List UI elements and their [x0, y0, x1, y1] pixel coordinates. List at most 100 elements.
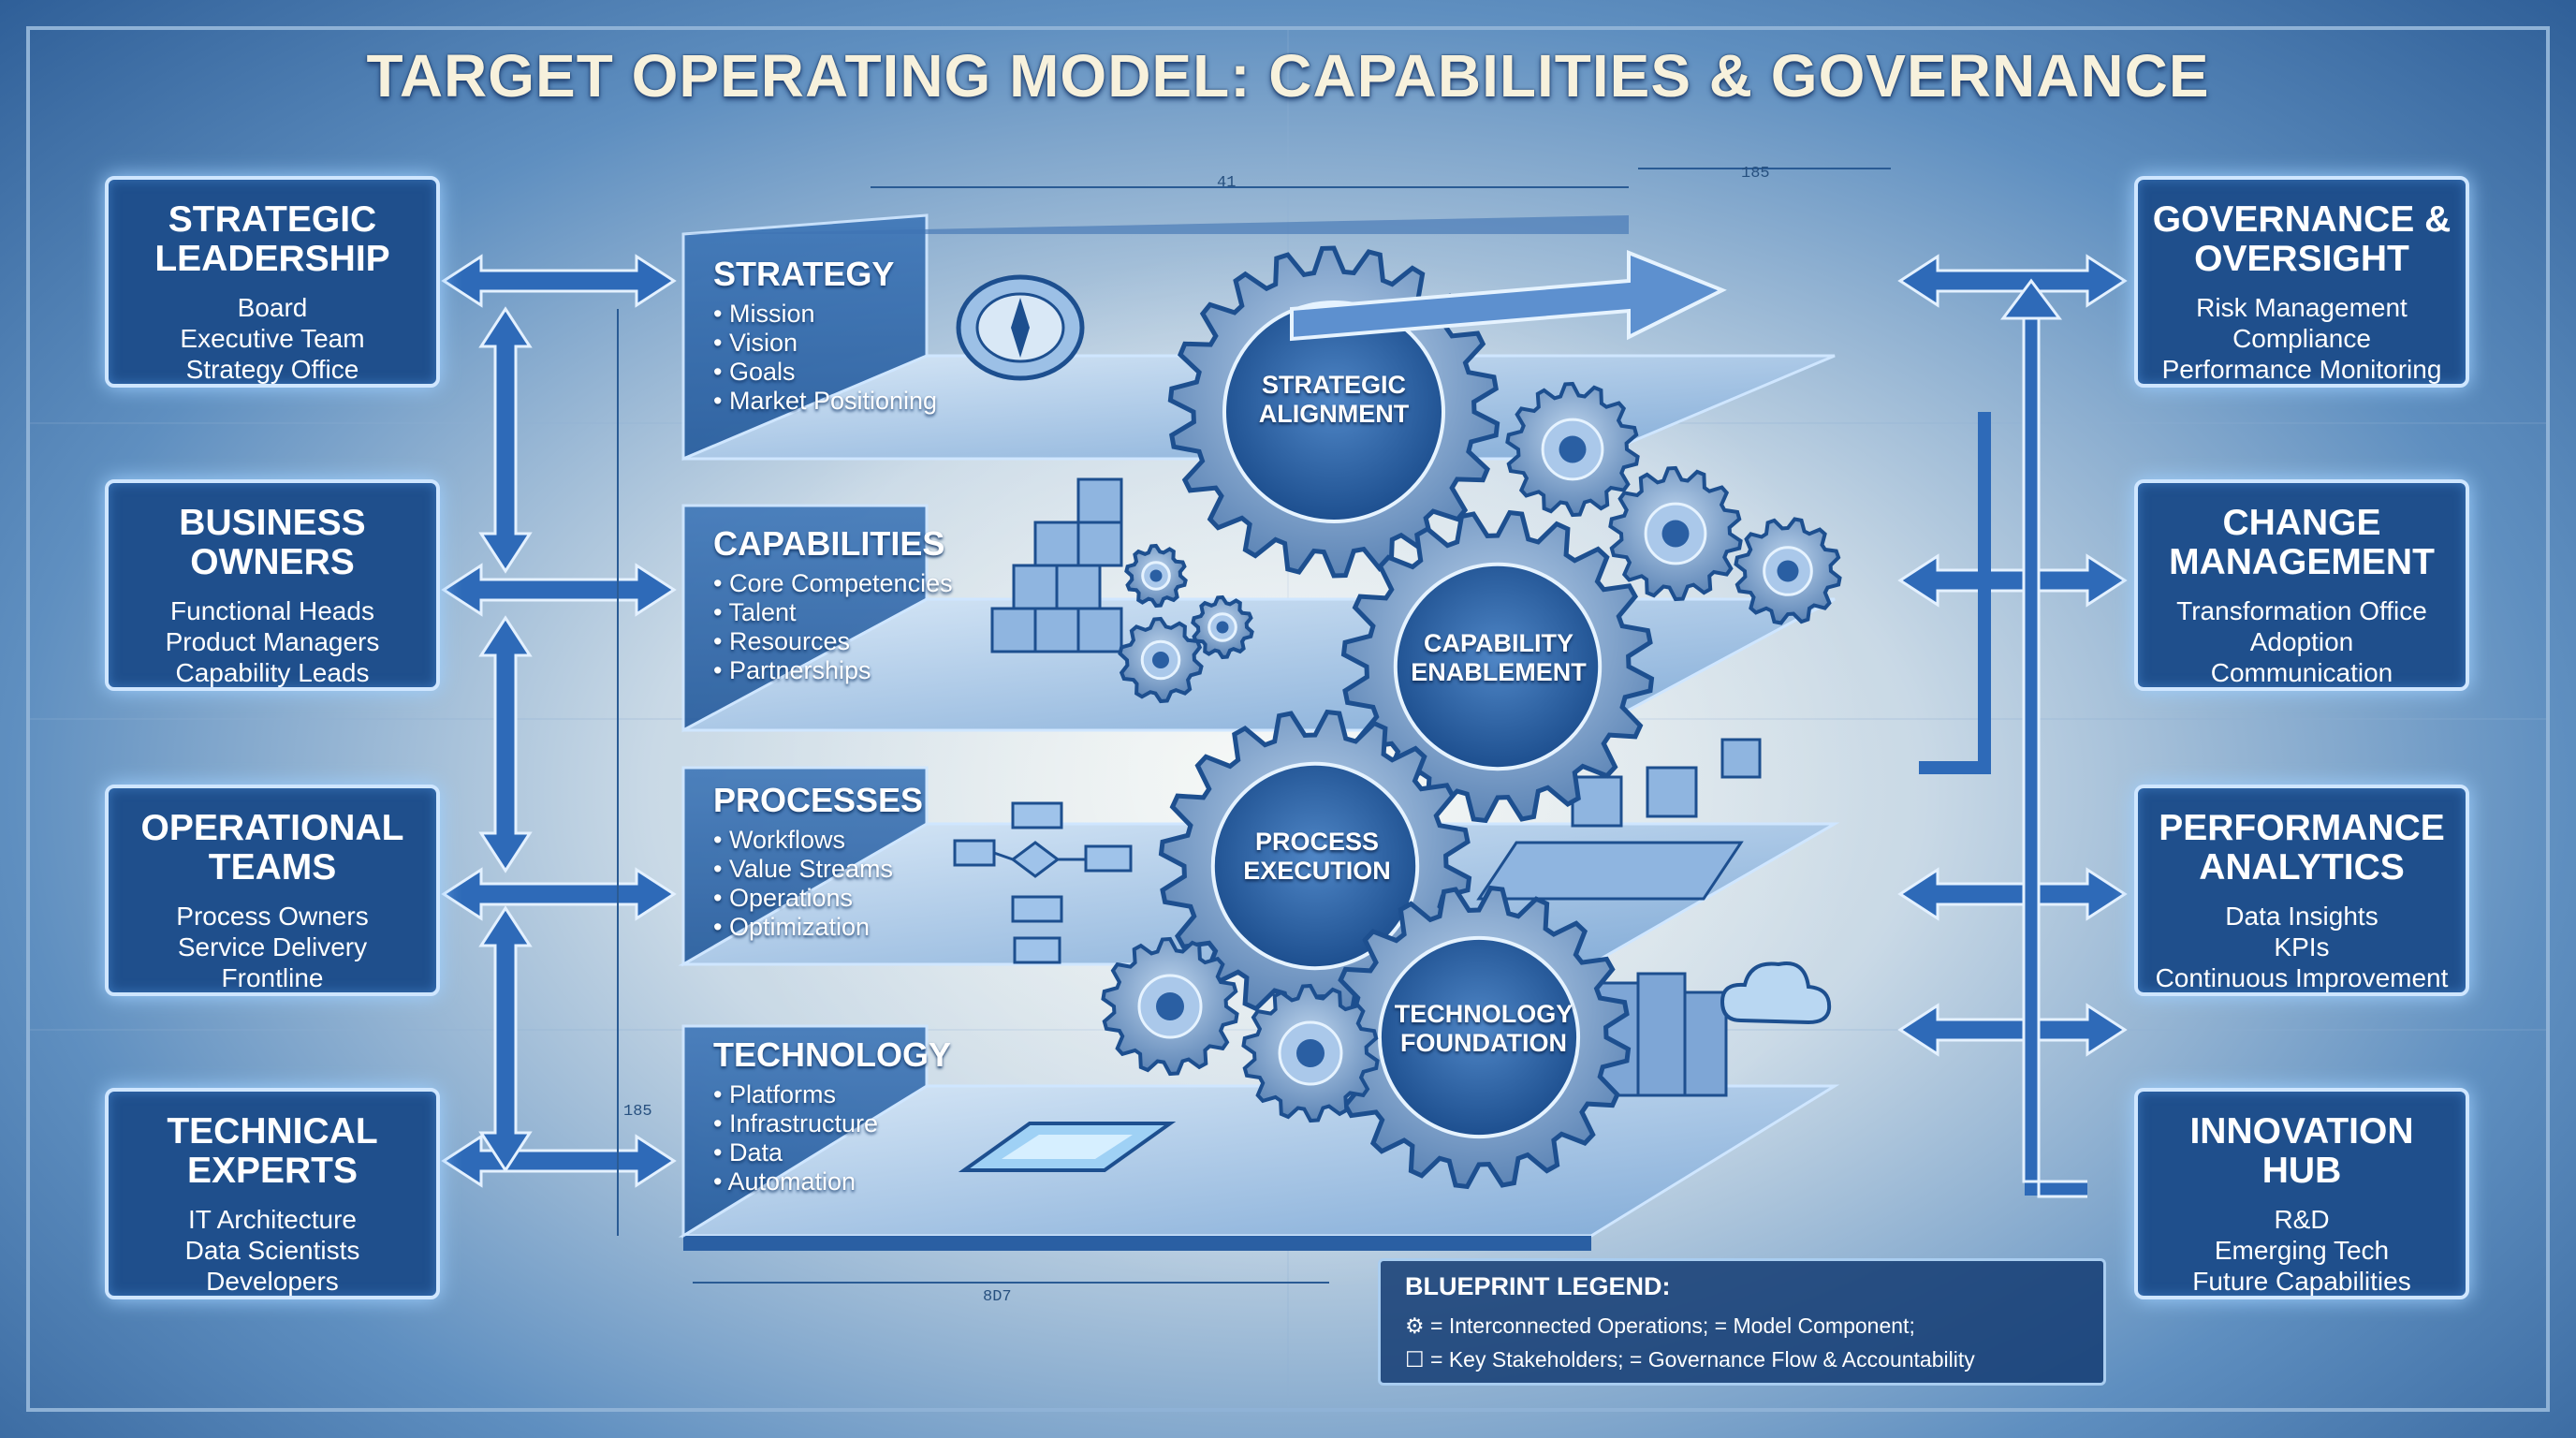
- layer-item: • Core Competencies: [713, 569, 953, 597]
- box-title: OPERATIONAL TEAMS: [140, 808, 404, 888]
- box-items: Transformation Office Adoption Communica…: [2176, 596, 2427, 687]
- layer-item: • Infrastructure: [713, 1109, 879, 1137]
- box-items: Data Insights KPIs Continuous Improvemen…: [2155, 902, 2449, 992]
- box-items: Process Owners Service Delivery Frontlin…: [176, 902, 369, 992]
- layer-label-capabilities: CAPABILITIES • Core Competencies • Talen…: [713, 524, 953, 685]
- cloud-icon: [1720, 961, 1832, 1025]
- box-items: Functional Heads Product Managers Capabi…: [165, 596, 380, 687]
- dimension-label: 41: [1217, 174, 1237, 192]
- legend-row-text: = Interconnected Operations; = Model Com…: [1430, 1313, 1915, 1338]
- layer-title: STRATEGY: [713, 255, 895, 293]
- layer-item: • Platforms: [713, 1080, 836, 1108]
- double-arrow-icon: [441, 254, 677, 308]
- small-gear-icon: [1734, 517, 1842, 625]
- box-items: R&D Emerging Tech Future Capabilities: [2192, 1205, 2411, 1296]
- layer-item: • Workflows: [713, 826, 845, 854]
- small-gear-icon: [1505, 381, 1640, 518]
- capability-enablement-gear-icon: [1340, 509, 1655, 824]
- small-gear-icon: [1191, 594, 1254, 660]
- layer-item: • Automation: [713, 1167, 856, 1196]
- box-items: IT Architecture Data Scientists Develope…: [184, 1205, 360, 1296]
- stakeholder-box-operational-teams: OPERATIONAL TEAMS Process Owners Service…: [105, 785, 440, 996]
- double-arrow-icon: [478, 905, 533, 1173]
- box-title: GOVERNANCE & OVERSIGHT: [2152, 199, 2452, 279]
- layer-item: • Goals: [713, 358, 796, 386]
- gear-label-technology-foundation: TECHNOLOGY FOUNDATION: [1394, 1000, 1573, 1057]
- double-arrow-icon: [441, 867, 677, 921]
- blueprint-frame: [26, 26, 2550, 1412]
- square-icon: ☐: [1405, 1347, 1425, 1372]
- box-title: PERFORMANCE ANALYTICS: [2159, 808, 2445, 888]
- governance-up-arrowhead: [2000, 278, 2062, 320]
- layer-item: • Partnerships: [713, 656, 871, 684]
- flowchart-icon: [953, 801, 1133, 964]
- layer-item: • Market Positioning: [713, 387, 938, 415]
- small-gear-icon: [1241, 983, 1380, 1123]
- governance-flow-lines: [1919, 309, 2087, 1196]
- dimension-label: 185: [623, 1103, 652, 1121]
- layer-item: • Optimization: [713, 913, 871, 941]
- gear-icon: ⚙: [1405, 1313, 1425, 1338]
- gear-label-capability-enablement: CAPABILITY ENABLEMENT: [1411, 629, 1587, 686]
- small-gear-icon: [1118, 616, 1204, 704]
- legend-row-text: = Key Stakeholders; = Governance Flow & …: [1430, 1347, 1975, 1372]
- layer-item: • Operations: [713, 884, 854, 912]
- conveyor-icon: [1476, 738, 1762, 901]
- box-title: STRATEGIC LEADERSHIP: [154, 199, 390, 279]
- legend-row-2: ☐ = Key Stakeholders; = Governance Flow …: [1405, 1347, 1975, 1372]
- box-title: BUSINESS OWNERS: [179, 503, 366, 582]
- dimension-label: 8D7: [983, 1288, 1012, 1306]
- legend-row-1: ⚙ = Interconnected Operations; = Model C…: [1405, 1313, 1915, 1339]
- function-box-innovation-hub: INNOVATION HUB R&D Emerging Tech Future …: [2134, 1088, 2469, 1299]
- legend-title: BLUEPRINT LEGEND:: [1405, 1272, 1671, 1300]
- layer-label-processes: PROCESSES • Workflows • Value Streams • …: [713, 781, 923, 942]
- box-title: INNOVATION HUB: [2189, 1111, 2414, 1191]
- dimension-label: 185: [1741, 165, 1770, 183]
- gear-label-process-execution: PROCESS EXECUTION: [1243, 828, 1391, 885]
- small-gear-icon: [1124, 543, 1188, 609]
- layer-title: TECHNOLOGY: [713, 1035, 952, 1074]
- stakeholder-box-strategic-leadership: STRATEGIC LEADERSHIP Board Executive Tea…: [105, 176, 440, 388]
- compass-icon: [956, 274, 1085, 381]
- layer-item: • Vision: [713, 329, 798, 357]
- layer-item: • Value Streams: [713, 855, 894, 883]
- layer-item: • Resources: [713, 627, 851, 655]
- double-arrow-icon: [1897, 553, 2128, 608]
- gear-label-strategic-alignment: STRATEGIC ALIGNMENT: [1258, 371, 1410, 428]
- layer-item: • Mission: [713, 300, 815, 328]
- layer-title: CAPABILITIES: [713, 524, 945, 563]
- double-arrow-icon: [441, 1134, 677, 1188]
- layer-label-strategy: STRATEGY • Mission • Vision • Goals • Ma…: [713, 255, 937, 416]
- box-items: Board Executive Team Strategy Office: [180, 293, 365, 384]
- server-rack-icon: [1589, 972, 1728, 1097]
- governance-flow-lines-outline: [2022, 309, 2087, 1198]
- blueprint-legend: BLUEPRINT LEGEND: ⚙ = Interconnected Ope…: [1378, 1258, 2106, 1386]
- box-items: Risk Management Compliance Performance M…: [2161, 293, 2442, 384]
- double-arrow-icon: [478, 306, 533, 574]
- small-gear-icon: [1101, 936, 1239, 1077]
- cubes-icon: [990, 477, 1123, 653]
- layer-title: PROCESSES: [713, 781, 924, 819]
- double-arrow-icon: [441, 563, 677, 617]
- dimension-lines: [617, 168, 1891, 1284]
- box-title: CHANGE MANAGEMENT: [2169, 503, 2435, 582]
- chip-icon: [958, 1122, 1177, 1172]
- double-arrow-icon: [478, 615, 533, 873]
- function-box-change-management: CHANGE MANAGEMENT Transformation Office …: [2134, 479, 2469, 691]
- double-arrow-icon: [1897, 254, 2128, 308]
- layer-item: • Talent: [713, 598, 797, 626]
- technology-foundation-gear-icon: [1326, 885, 1632, 1190]
- stakeholder-box-business-owners: BUSINESS OWNERS Functional Heads Product…: [105, 479, 440, 691]
- double-arrow-icon: [1897, 1003, 2128, 1057]
- small-gear-icon: [1608, 465, 1743, 602]
- strategy-arrow-icon: [1290, 250, 1727, 342]
- double-arrow-icon: [1897, 867, 2128, 921]
- function-box-governance-oversight: GOVERNANCE & OVERSIGHT Risk Management C…: [2134, 176, 2469, 388]
- stakeholder-box-technical-experts: TECHNICAL EXPERTS IT Architecture Data S…: [105, 1088, 440, 1299]
- function-box-performance-analytics: PERFORMANCE ANALYTICS Data Insights KPIs…: [2134, 785, 2469, 996]
- layer-label-technology: TECHNOLOGY • Platforms • Infrastructure …: [713, 1035, 951, 1196]
- layer-item: • Data: [713, 1138, 783, 1167]
- box-title: TECHNICAL EXPERTS: [167, 1111, 378, 1191]
